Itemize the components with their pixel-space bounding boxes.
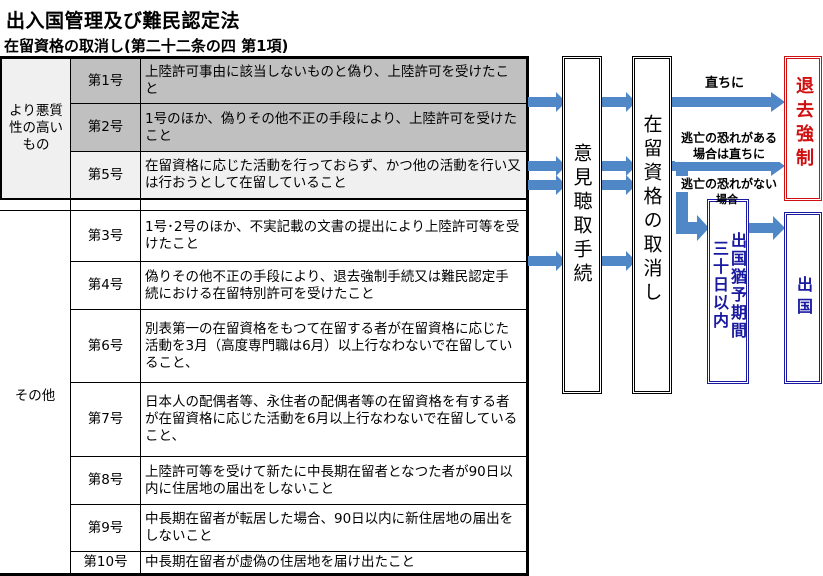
arrow-icon [528, 156, 566, 176]
row-desc-2: 1号のほか、偽りその他不正の手段により、上陸許可を受けたこと [140, 103, 529, 152]
row-num-10: 第10号 [70, 551, 141, 576]
arrow-icon [598, 156, 636, 176]
label-no-flight-risk: 逃亡の恐れがない 場合 [675, 176, 783, 208]
row-desc-4: 偽りその他不正の手段により、退去強制手続又は難民認定手続における在留特別許可を受… [140, 261, 529, 310]
table-bottom-border [0, 573, 71, 576]
arrow-icon [528, 175, 566, 195]
group-label-other: その他 [0, 211, 71, 576]
arrow-icon [598, 251, 636, 271]
row-desc-6: 別表第一の在留資格をもつて在留する者が在留資格に応じた活動を3月（高度専門職は6… [140, 309, 529, 383]
deportation-box: 退去強制 [784, 56, 822, 201]
row-desc-5: 在留資格に応じた活動を行っておらず、かつ他の活動を行い又は行おうとして在留してい… [140, 151, 529, 201]
row-desc-7: 日本人の配偶者等、永住者の配偶者等の在留資格を有する者が在留資格に応じた活動を6… [140, 382, 529, 457]
status-revocation-box: 在留資格の取消し [632, 56, 672, 394]
row-num-5: 第5号 [70, 151, 141, 201]
arrow-icon [528, 92, 566, 112]
arrow-icon [528, 251, 566, 271]
row-desc-8: 上陸許可等を受けて新たに中長期在留者となつた者が90日以内に住居地の届出をしない… [140, 456, 529, 505]
row-num-3: 第3号 [70, 211, 141, 262]
row-num-6: 第6号 [70, 309, 141, 383]
row-desc-1: 上陸許可事由に該当しないものと偽り、上陸許可を受けたこと [140, 56, 529, 104]
arrow-icon [748, 216, 785, 240]
departure-grace-period-box: 出国猶予期間 三十日以内 [707, 199, 749, 384]
arrow-icon [598, 92, 636, 112]
row-desc-3: 1号･2号のほか、不実記載の文書の提出により上陸許可等を受けたこと [140, 211, 529, 262]
group-label-high-severity: より悪質 性の高い もの [0, 56, 71, 201]
label-immediately: 直ちに [705, 76, 745, 91]
hearing-procedure-box: 意見聴取手続 [562, 56, 602, 394]
label-flight-risk: 逃亡の恐れがある 場合は直ちに [675, 130, 783, 162]
page-subtitle: 在留資格の取消し(第二十二条の四 第1項) [4, 37, 289, 55]
row-num-8: 第8号 [70, 456, 141, 505]
page-title: 出入国管理及び難民認定法 [6, 10, 241, 32]
departure-box: 出国 [784, 212, 822, 384]
arrow-icon [598, 175, 636, 195]
arrow-icon [671, 92, 785, 112]
row-desc-10: 中長期在留者が虚偽の住居地を届け出たこと [140, 551, 529, 576]
row-num-4: 第4号 [70, 261, 141, 310]
